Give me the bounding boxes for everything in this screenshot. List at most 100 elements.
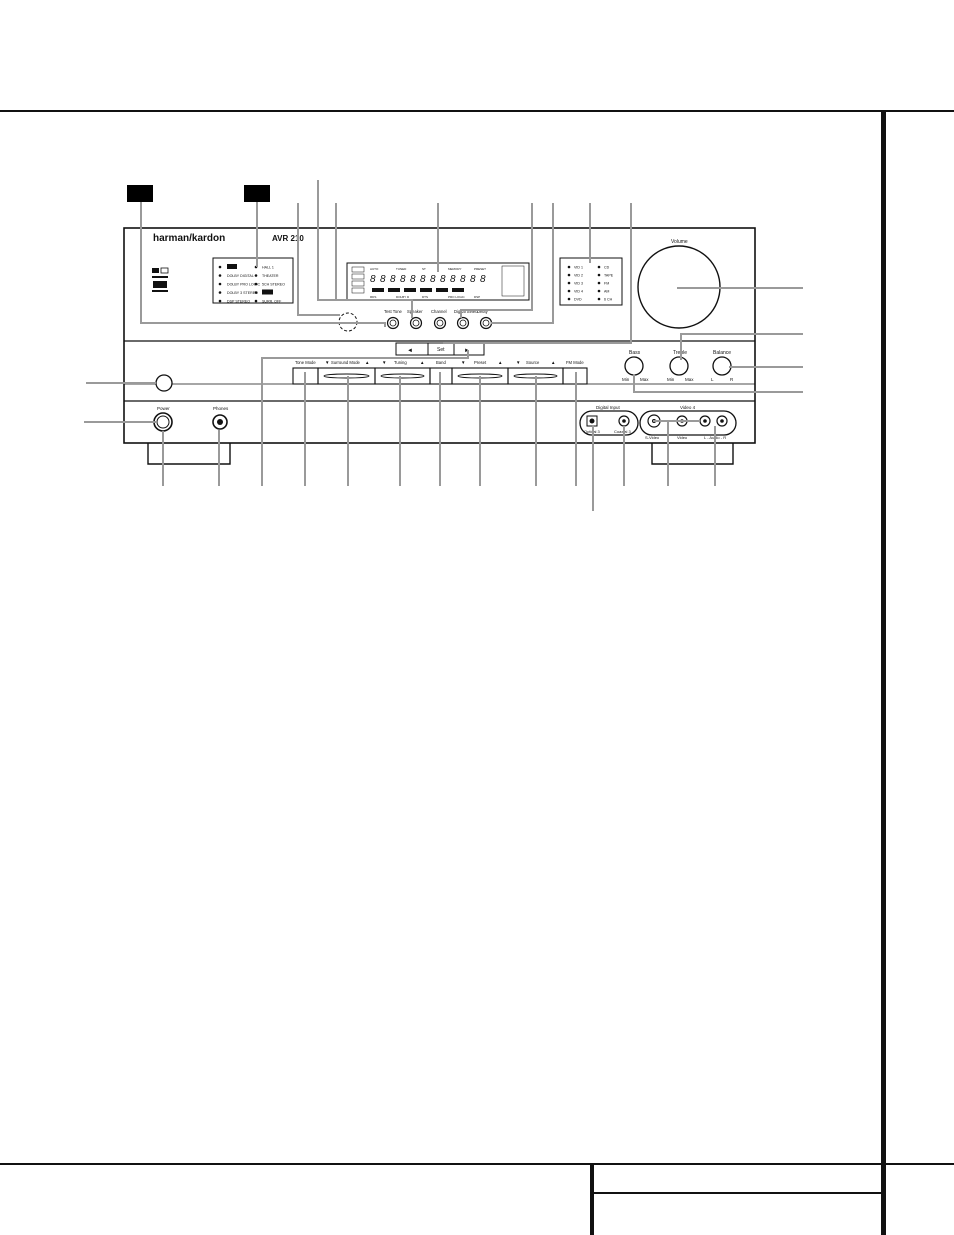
phones-label: Phones bbox=[213, 406, 229, 411]
callout-line bbox=[633, 374, 803, 393]
display-segment-digit: 8 bbox=[400, 274, 406, 285]
left-foot bbox=[147, 443, 231, 465]
surround-mode-led-box bbox=[212, 257, 294, 304]
source-led-label: FM bbox=[604, 282, 609, 286]
source-led-dot bbox=[597, 297, 601, 301]
bass-knob[interactable] bbox=[624, 356, 644, 376]
rocker-groove bbox=[380, 373, 425, 379]
mode-led-label: 5CH STEREO bbox=[262, 283, 285, 287]
display-label: RDS bbox=[370, 295, 376, 299]
right-foot bbox=[651, 443, 734, 465]
mode-led-label: DOLBY PRO LOGIC bbox=[227, 283, 260, 287]
display-segment-digit: 8 bbox=[470, 274, 476, 285]
mode-led-label: DOLBY DIGITAL bbox=[227, 274, 254, 278]
left-arrow-glyph: ◄ bbox=[407, 348, 413, 354]
audio-right-pin bbox=[720, 419, 724, 423]
upper-button-label: Channel bbox=[431, 309, 447, 314]
function-label: Tuning bbox=[394, 360, 407, 365]
mode-led-dot bbox=[254, 291, 258, 294]
upper-button[interactable] bbox=[479, 316, 493, 330]
upper-button-ring bbox=[436, 319, 444, 327]
mode-led-label: HALL 1 bbox=[262, 266, 274, 270]
bass-max-label: Max bbox=[640, 377, 649, 382]
function-button[interactable] bbox=[374, 367, 431, 385]
display-segment-digit: 8 bbox=[460, 274, 466, 285]
callout-line bbox=[460, 203, 533, 318]
function-button[interactable] bbox=[317, 367, 376, 385]
callout-line bbox=[297, 203, 340, 316]
right-margin-bar bbox=[881, 110, 886, 1235]
treble-min-label: Min bbox=[667, 377, 675, 382]
balance-label: Balance bbox=[713, 350, 731, 356]
callout-line bbox=[491, 203, 554, 324]
function-label: Source bbox=[526, 360, 540, 365]
up-arrow-icon: ▲ bbox=[365, 360, 369, 365]
upper-button[interactable] bbox=[433, 316, 447, 330]
display-segment-digit: 8 bbox=[420, 274, 426, 285]
digital-input-label: Digital Input bbox=[596, 405, 621, 410]
source-led-dot bbox=[597, 273, 601, 277]
display-status-bar bbox=[372, 288, 384, 292]
display-label: MEMORY bbox=[448, 267, 461, 271]
display-label: AUTO bbox=[370, 267, 379, 271]
display-segment-digit: 8 bbox=[480, 274, 486, 285]
source-led-label: VID 3 bbox=[574, 282, 583, 286]
source-led-dot bbox=[567, 281, 571, 285]
upper-button-label: Delay bbox=[477, 309, 489, 314]
balance-knob[interactable] bbox=[712, 356, 732, 376]
mode-led-dot bbox=[254, 274, 258, 277]
down-arrow-icon: ▼ bbox=[325, 360, 329, 365]
display-channel-grid bbox=[501, 265, 525, 297]
upper-button-ring bbox=[412, 319, 420, 327]
display-segment-digit: 8 bbox=[450, 274, 456, 285]
display-segment-digit: 8 bbox=[430, 274, 436, 285]
function-label: Preset bbox=[474, 360, 487, 365]
video-label: Video bbox=[677, 435, 688, 440]
digital-input-panel bbox=[579, 410, 639, 436]
volume-label: Volume bbox=[671, 239, 688, 245]
mode-led-dot bbox=[218, 291, 222, 294]
upper-button[interactable] bbox=[386, 316, 400, 330]
dolby-dts-logos bbox=[152, 267, 169, 292]
down-arrow-icon: ▼ bbox=[461, 360, 465, 365]
bottom-rule bbox=[0, 1163, 954, 1165]
display-label: TUNED bbox=[396, 267, 407, 271]
source-led-label: AM bbox=[604, 290, 609, 294]
display-segment-digit: 8 bbox=[440, 274, 446, 285]
phones-jack-hole bbox=[217, 419, 223, 425]
upper-button[interactable] bbox=[409, 316, 423, 330]
source-led-label: CD bbox=[604, 266, 610, 270]
source-led-label: TAPE bbox=[604, 274, 614, 278]
mode-led-dot bbox=[218, 274, 222, 277]
source-led-dot bbox=[567, 297, 571, 301]
callout-line bbox=[443, 203, 632, 344]
display-segment-digit: 8 bbox=[390, 274, 396, 285]
function-label: FM Mode bbox=[566, 360, 584, 365]
callout-line bbox=[140, 202, 386, 327]
upper-button-label: Test Tone bbox=[384, 309, 403, 314]
display-label: PRESET bbox=[474, 267, 486, 271]
display-status-bar bbox=[420, 288, 432, 292]
mode-led-dot bbox=[254, 299, 258, 303]
video4-panel bbox=[639, 410, 737, 436]
upper-button[interactable] bbox=[456, 316, 470, 330]
display-indicator bbox=[351, 273, 365, 280]
treble-knob[interactable] bbox=[669, 356, 689, 376]
marker-box-2 bbox=[244, 185, 270, 202]
footer-divider bbox=[590, 1163, 594, 1235]
source-led-dot bbox=[567, 265, 571, 269]
upper-button-label: Speaker bbox=[407, 309, 423, 314]
display-segment-digit: 8 bbox=[370, 274, 376, 285]
source-led-label: VID 4 bbox=[574, 290, 583, 294]
mode-led-dot bbox=[218, 265, 222, 269]
source-led-dot bbox=[567, 289, 571, 293]
svideo-label: S-Video bbox=[645, 435, 660, 440]
display-label: DOLBY D bbox=[396, 295, 410, 299]
source-led-label: DVD bbox=[574, 298, 582, 302]
standby-button[interactable] bbox=[155, 374, 173, 392]
